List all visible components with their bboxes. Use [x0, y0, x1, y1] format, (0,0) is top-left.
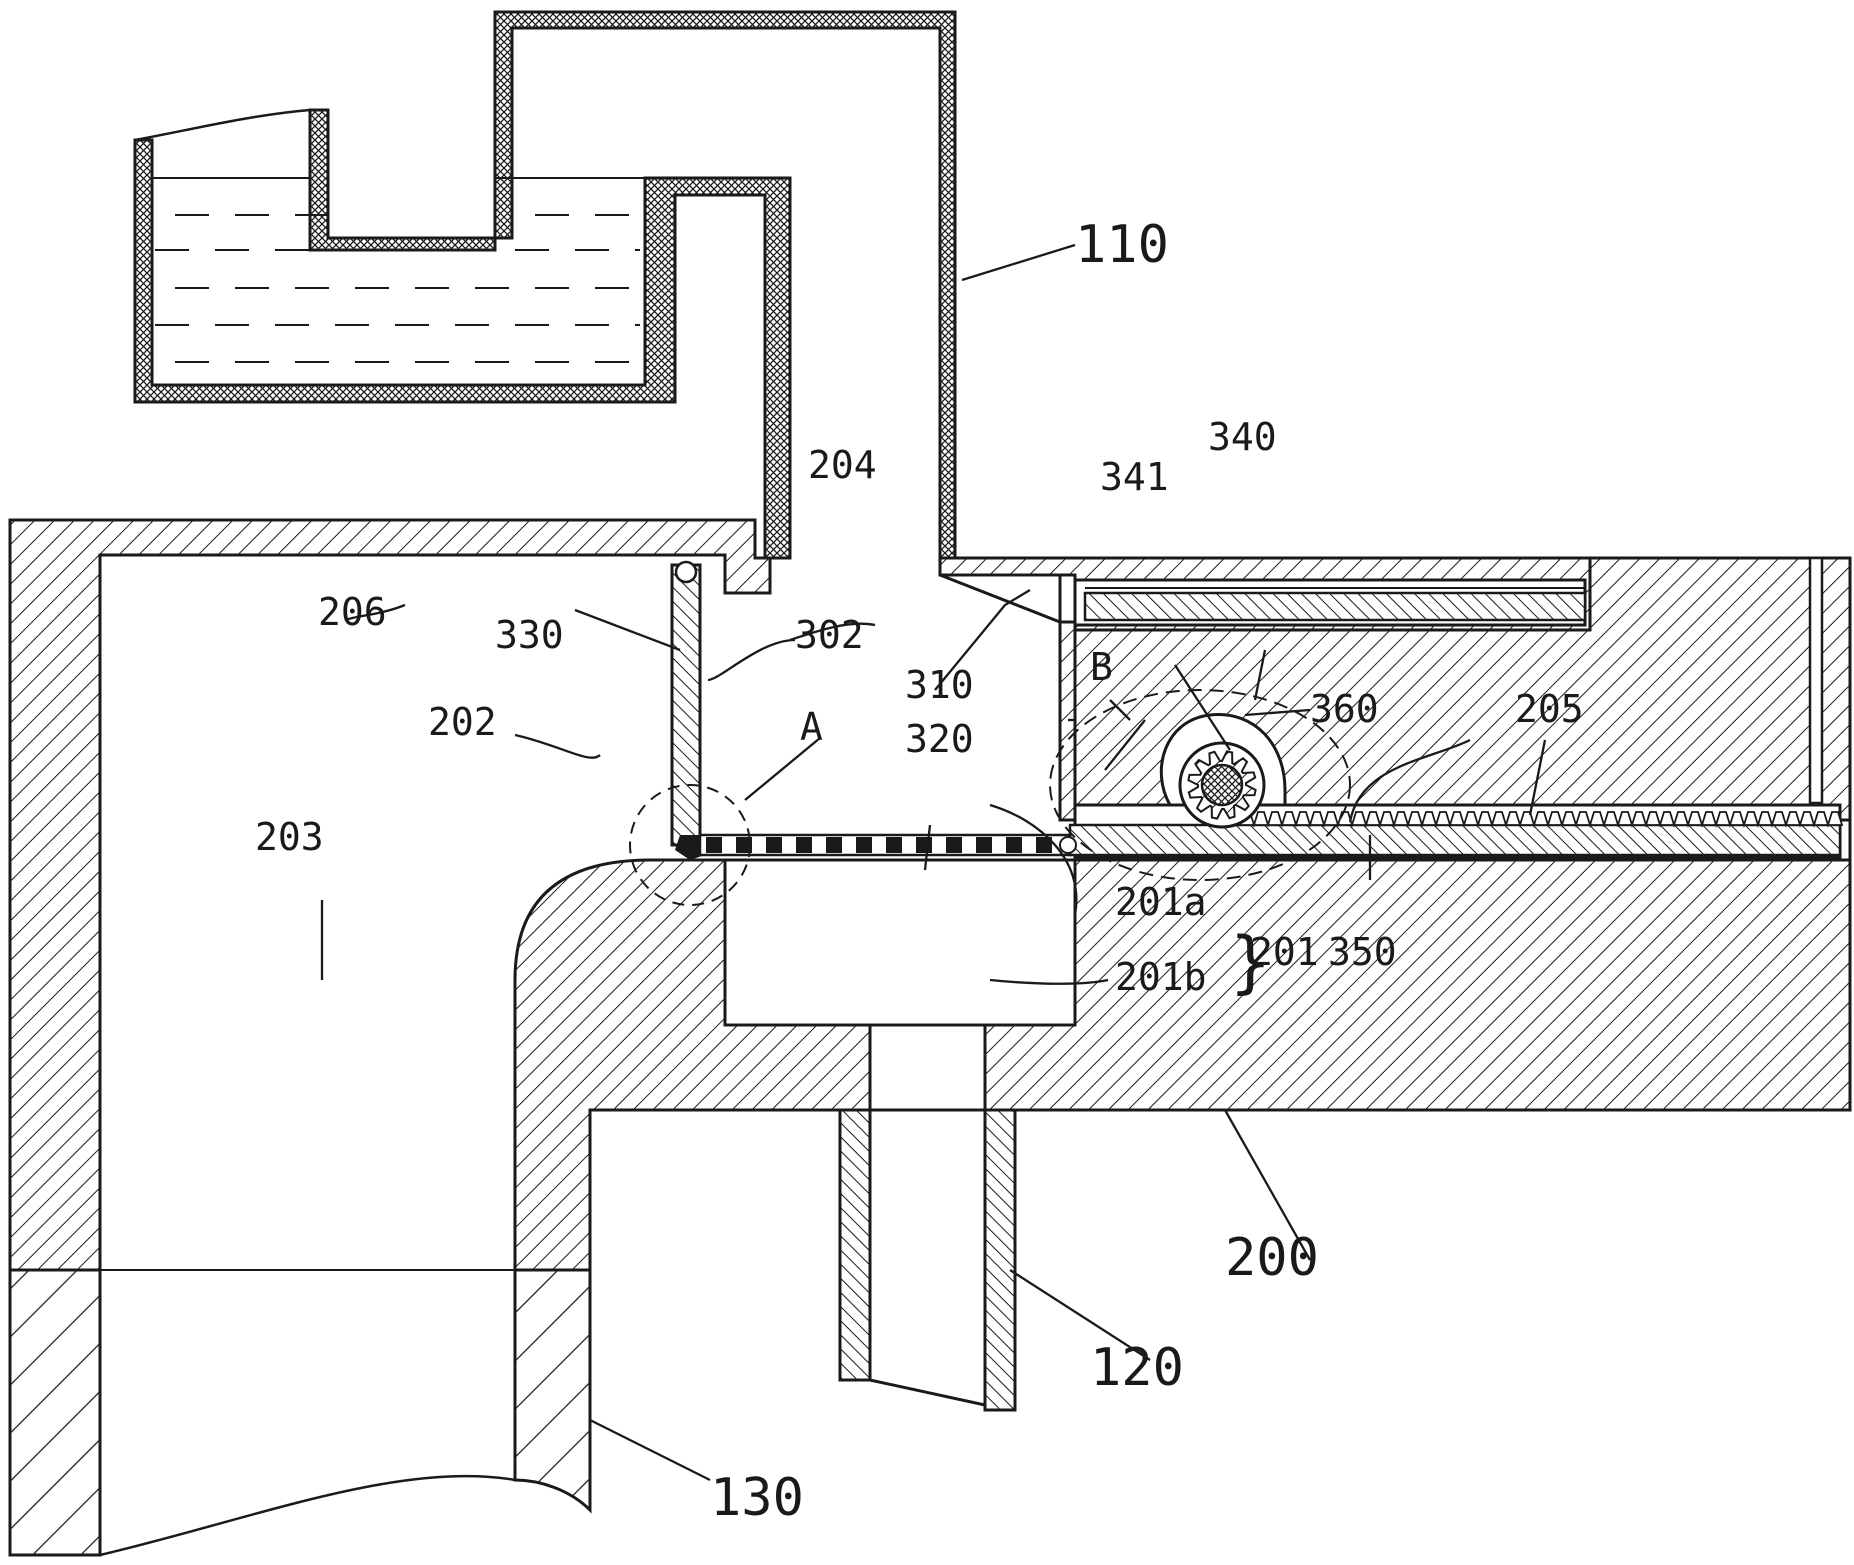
partition-stripe — [1036, 837, 1052, 853]
label-130: 130 — [710, 1468, 804, 1528]
detail-circle-b — [1049, 689, 1351, 881]
partition-stripe — [1006, 837, 1022, 853]
label-204: 204 — [808, 443, 877, 487]
label-302: 302 — [795, 613, 864, 657]
label-310: 310 — [905, 663, 974, 707]
label-b: B — [1090, 645, 1113, 689]
reference-labels: 110 120 130 200 201 201a 201b 202 203 20… — [255, 215, 1584, 1528]
label-202: 202 — [428, 700, 497, 744]
label-a: A — [800, 705, 823, 749]
brace-201: } — [1230, 923, 1271, 1002]
partition-stripe — [796, 837, 812, 853]
detail-circle-a — [629, 784, 751, 906]
partition-stripe — [976, 837, 992, 853]
slider-340 — [1073, 578, 1587, 627]
label-110: 110 — [1075, 215, 1169, 275]
partition-320 — [698, 833, 1077, 857]
label-320: 320 — [905, 717, 974, 761]
label-201a: 201a — [1115, 880, 1207, 924]
label-330: 330 — [495, 613, 564, 657]
partition-stripe — [916, 837, 932, 853]
label-200: 200 — [1225, 1228, 1319, 1288]
water-tank-110 — [133, 10, 957, 560]
partition-stripe — [736, 837, 752, 853]
leader-lines — [320, 243, 1547, 1482]
flap-330 — [670, 560, 705, 860]
label-201b: 201b — [1115, 955, 1207, 999]
rack-350 — [1068, 803, 1844, 859]
label-203: 203 — [255, 815, 324, 859]
chamber-outlines — [723, 858, 1077, 1112]
partition-stripe — [706, 837, 722, 853]
partition-stripe — [886, 837, 902, 853]
label-360: 360 — [1310, 687, 1379, 731]
partition-stripe — [766, 837, 782, 853]
label-350: 350 — [1328, 930, 1397, 974]
label-205: 205 — [1515, 687, 1584, 731]
lower-pipe-130 — [8, 1268, 592, 1557]
partition-stripe — [856, 837, 872, 853]
partition-stripe — [826, 837, 842, 853]
label-206: 206 — [318, 590, 387, 634]
gear-360 — [1159, 713, 1287, 829]
label-340: 340 — [1208, 415, 1277, 459]
outlet-pipe-120 — [838, 1108, 1017, 1412]
label-341: 341 — [1100, 455, 1169, 499]
partition-stripe — [946, 837, 962, 853]
label-120: 120 — [1090, 1338, 1184, 1398]
label-201: 201 — [1250, 930, 1319, 974]
